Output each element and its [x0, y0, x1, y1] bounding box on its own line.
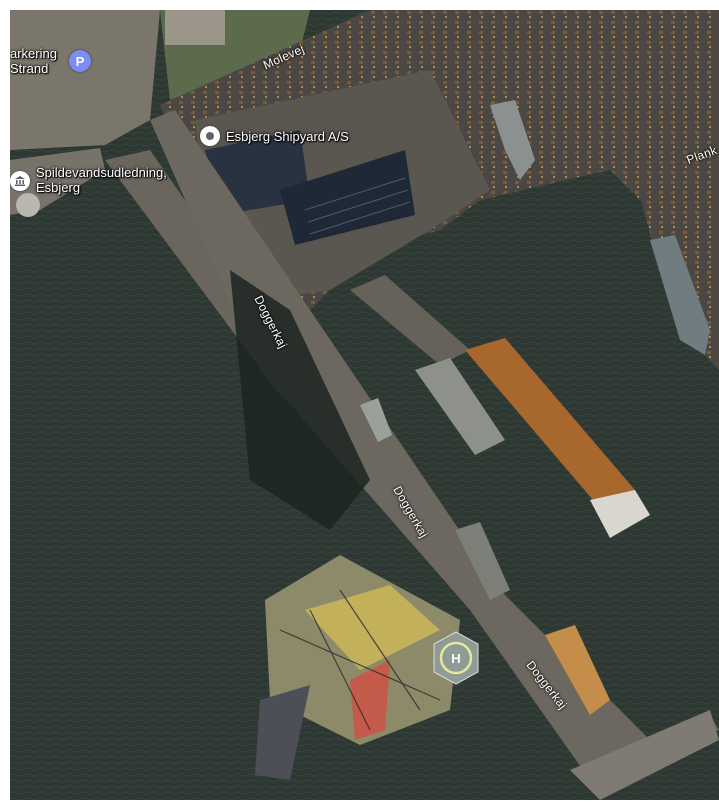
parking-area: [10, 10, 160, 150]
wastewater-label-line1: Spildevandsudledning,: [36, 165, 167, 180]
parking-label-line1: arkering: [10, 46, 57, 61]
wastewater-label-line2: Esbjerg: [36, 180, 81, 195]
doggerkaj-quay: [150, 110, 719, 790]
satellite-imagery: [10, 10, 719, 800]
poi-parking[interactable]: arkering Strand P: [10, 46, 91, 76]
parking-label-line2: Strand: [10, 61, 49, 76]
moored-ship: [650, 235, 710, 355]
barge: [545, 625, 610, 715]
poi-esbjerg-shipyard[interactable]: Esbjerg Shipyard A/S: [200, 126, 349, 146]
satellite-map[interactable]: H arkering Strand P Esbjerg Shipyard A/S…: [10, 10, 719, 800]
shipyard-hall: [280, 150, 415, 245]
poi-wastewater[interactable]: Spildevandsudledning, Esbjerg: [10, 165, 167, 195]
inner-pier: [350, 275, 470, 365]
poi-parking-label: arkering Strand: [10, 46, 57, 76]
docked-vessel: [415, 358, 505, 455]
helipad: H: [433, 631, 479, 685]
landmark-icon[interactable]: [10, 171, 30, 191]
floating-dock: [465, 338, 635, 520]
parking-icon[interactable]: P: [68, 50, 91, 72]
helipad-mark: H: [451, 651, 460, 666]
poi-shipyard-label: Esbjerg Shipyard A/S: [226, 128, 349, 144]
rig-shadow: [230, 270, 370, 530]
poi-wastewater-label: Spildevandsudledning, Esbjerg: [36, 165, 167, 195]
location-pin-icon[interactable]: [200, 126, 220, 146]
